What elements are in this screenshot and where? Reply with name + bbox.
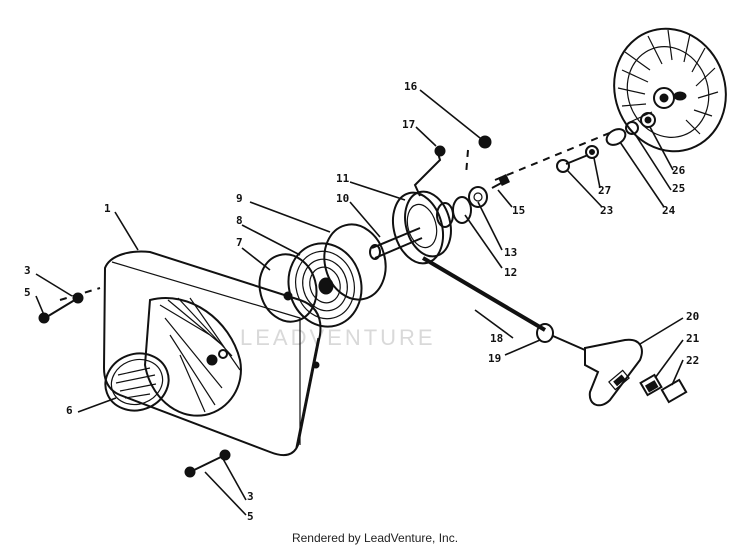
part-label-8: 8 bbox=[236, 214, 243, 227]
footer-credit: Rendered by LeadVenture, Inc. bbox=[291, 531, 459, 545]
part-label-20: 20 bbox=[686, 310, 699, 323]
pulley-bushing[interactable] bbox=[452, 186, 488, 224]
part-label-6: 6 bbox=[66, 404, 73, 417]
part-label-12: 12 bbox=[504, 266, 517, 279]
starter-handle[interactable] bbox=[584, 338, 643, 407]
part-label-3-upper: 3 bbox=[24, 264, 31, 277]
part-label-16: 16 bbox=[404, 80, 418, 93]
part-label-3-lower: 3 bbox=[247, 490, 254, 503]
part-label-10: 10 bbox=[336, 192, 349, 205]
part-label-13: 13 bbox=[504, 246, 517, 259]
part-label-23: 23 bbox=[600, 204, 613, 217]
part-label-26: 26 bbox=[672, 164, 686, 177]
part-label-9: 9 bbox=[236, 192, 243, 205]
handle-cap[interactable] bbox=[660, 378, 688, 404]
part-label-27: 27 bbox=[598, 184, 611, 197]
part-label-18: 18 bbox=[490, 332, 503, 345]
rope-retainer[interactable] bbox=[536, 323, 586, 351]
pawl-hardware[interactable] bbox=[556, 112, 656, 173]
part-label-22: 22 bbox=[686, 354, 699, 367]
assembly-axis-lines bbox=[59, 131, 613, 301]
starter-housing[interactable] bbox=[102, 250, 322, 457]
part-label-7: 7 bbox=[236, 236, 243, 249]
part-label-19: 19 bbox=[488, 352, 501, 365]
part-label-21: 21 bbox=[686, 332, 700, 345]
bracket-nut[interactable] bbox=[478, 135, 492, 149]
starter-pulley[interactable] bbox=[369, 186, 458, 269]
housing-screw-upper[interactable] bbox=[38, 292, 84, 324]
recoil-spring[interactable] bbox=[279, 235, 370, 335]
part-label-5-lower: 5 bbox=[247, 510, 254, 523]
decal[interactable] bbox=[97, 345, 176, 420]
part-label-24: 24 bbox=[662, 204, 676, 217]
part-label-17: 17 bbox=[402, 118, 415, 131]
flywheel bbox=[613, 27, 727, 153]
part-label-25: 25 bbox=[672, 182, 685, 195]
rope-guide-bracket[interactable] bbox=[413, 145, 446, 197]
handle-insert[interactable] bbox=[639, 373, 663, 397]
leader-lines bbox=[35, 89, 684, 516]
part-label-15: 15 bbox=[512, 204, 525, 217]
watermark-text: LEADVENTURE bbox=[240, 325, 436, 350]
part-labels: 1 3 5 6 3 5 7 8 9 10 11 12 13 15 16 17 1… bbox=[24, 80, 700, 523]
housing-screw-lower[interactable] bbox=[184, 449, 231, 478]
pulley-screw[interactable] bbox=[491, 174, 510, 189]
part-label-1: 1 bbox=[104, 202, 111, 215]
part-label-11: 11 bbox=[336, 172, 350, 185]
starter-rope[interactable] bbox=[421, 256, 547, 332]
part-label-5-upper: 5 bbox=[24, 286, 31, 299]
